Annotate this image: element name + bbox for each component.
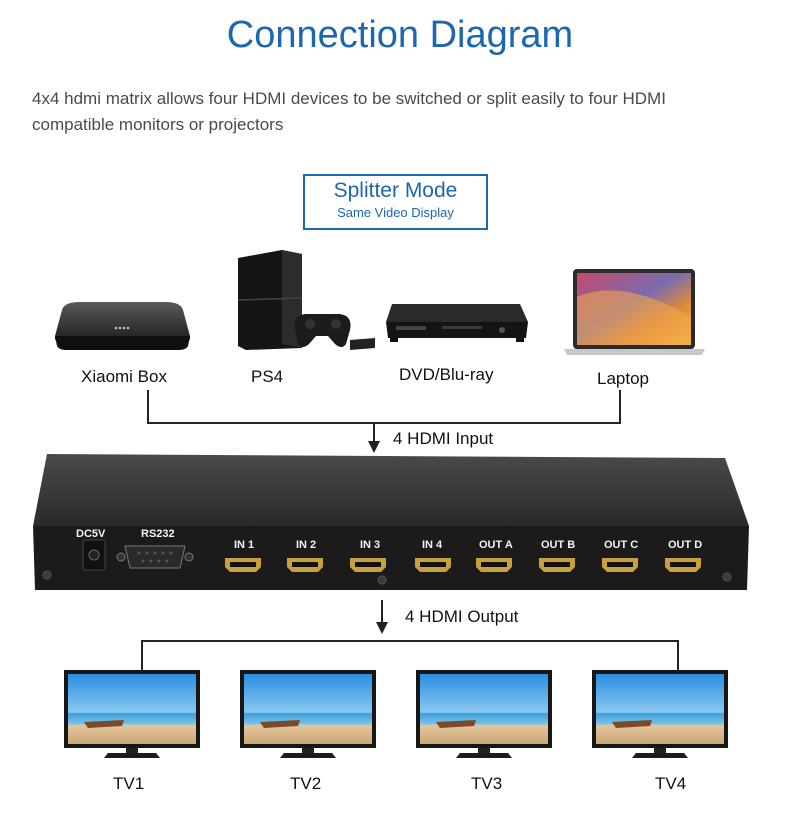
hdmi-matrix-device <box>33 454 749 590</box>
page-title: Connection Diagram <box>226 14 574 56</box>
port-label-outc: OUT C <box>604 539 639 551</box>
tv-icon <box>240 670 376 765</box>
port-label-outd: OUT D <box>668 539 703 551</box>
port-label-outa: OUT A <box>479 539 513 551</box>
mode-box: Splitter Mode Same Video Display <box>303 174 488 230</box>
power-port-label: DC5V <box>76 528 106 540</box>
description-text: 4x4 hdmi matrix allows four HDMI devices… <box>32 89 666 134</box>
port-label-outb: OUT B <box>541 539 576 551</box>
input-label-laptop: Laptop <box>597 369 649 388</box>
port-label-in4: IN 4 <box>422 539 443 551</box>
output-flow-label: 4 HDMI Output <box>405 607 519 626</box>
laptop-icon <box>564 269 705 355</box>
input-connector-lines <box>147 390 621 453</box>
output-label-tv2: TV2 <box>290 774 322 793</box>
tv-icon <box>592 670 728 765</box>
mode-title: Splitter Mode <box>333 179 458 202</box>
output-arrow-icon <box>376 600 388 634</box>
input-arrow-icon <box>368 441 380 453</box>
serial-port-label: RS232 <box>141 528 175 540</box>
tv-icon <box>416 670 552 765</box>
media-box-icon <box>54 302 191 350</box>
tv-icon <box>64 670 200 765</box>
output-label-tv3: TV3 <box>471 774 503 793</box>
port-label-in3: IN 3 <box>360 539 381 551</box>
dvd-player-icon <box>386 304 528 342</box>
input-label-ps4: PS4 <box>251 367 284 386</box>
input-label-dvd-bluray: DVD/Blu-ray <box>399 365 494 384</box>
game-console-icon <box>237 250 375 350</box>
port-label-in2: IN 2 <box>296 539 317 551</box>
input-flow-label: 4 HDMI Input <box>393 429 494 448</box>
output-label-tv1: TV1 <box>113 774 145 793</box>
output-connector-lines <box>141 640 679 672</box>
port-label-in1: IN 1 <box>234 539 255 551</box>
mode-subtitle: Same Video Display <box>337 205 454 220</box>
output-label-tv4: TV4 <box>655 774 687 793</box>
input-label-xiaomi-box: Xiaomi Box <box>81 367 167 386</box>
